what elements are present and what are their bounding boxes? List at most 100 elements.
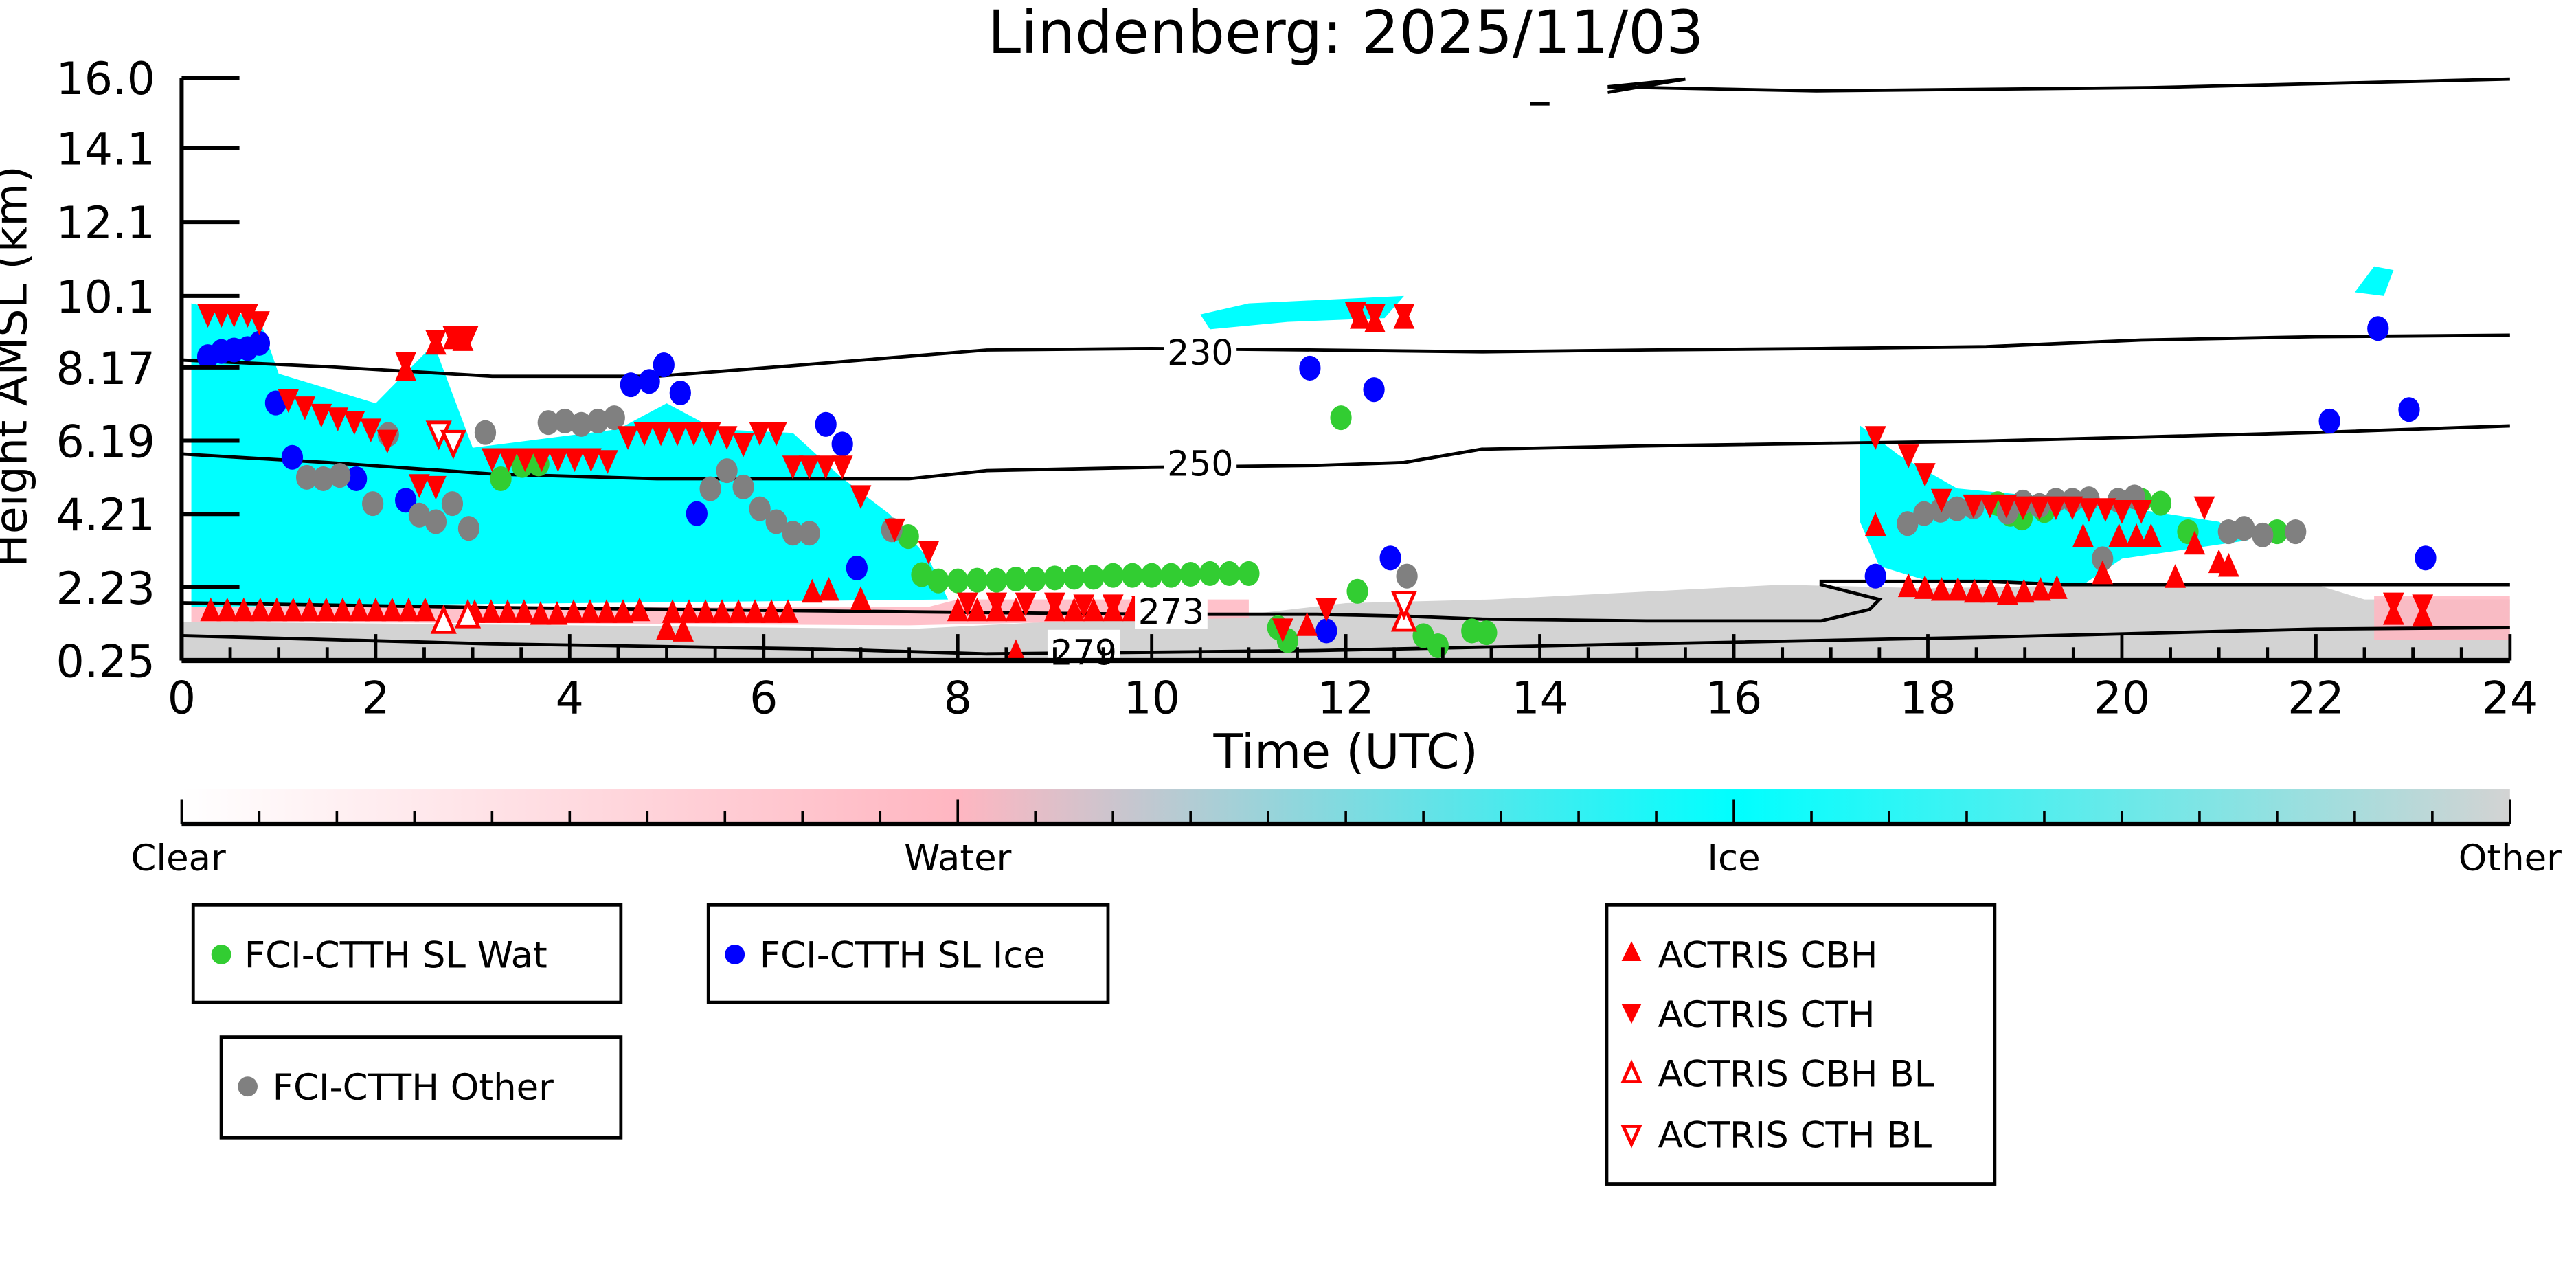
series-2-circle-marker bbox=[2092, 546, 2114, 572]
series-2-circle-marker bbox=[554, 408, 576, 433]
cloud-region-ice bbox=[2354, 266, 2394, 296]
series-4-cth-marker bbox=[249, 311, 270, 335]
series-2-circle-marker bbox=[1897, 511, 1919, 536]
series-0-circle-marker bbox=[1330, 405, 1352, 431]
y-tick-label: 4.21 bbox=[56, 490, 155, 541]
series-0-circle-marker bbox=[1219, 561, 1241, 586]
series-4-cth-marker bbox=[749, 422, 771, 447]
series-1-circle-marker bbox=[669, 380, 691, 406]
series-3-cbh-marker bbox=[2046, 575, 2068, 599]
contour-label-bg bbox=[1164, 441, 1237, 481]
series-1-circle-marker bbox=[846, 555, 868, 580]
series-4-cth-marker bbox=[815, 455, 837, 479]
series-1-circle-marker bbox=[831, 431, 853, 457]
legend-label: FCI-CTTH SL Ice bbox=[760, 935, 1046, 977]
series-4-cth-marker bbox=[197, 304, 218, 328]
series-2-circle-marker bbox=[1913, 501, 1935, 526]
series-4-cth-marker bbox=[2382, 592, 2404, 617]
series-4-cth-marker bbox=[1272, 618, 1293, 642]
legend-actris: ACTRIS CBH ACTRIS CTH ACTRIS CBH BL ACTR… bbox=[1605, 903, 1997, 1186]
x-tick-label: 4 bbox=[556, 673, 584, 724]
series-3-cbh-marker bbox=[2013, 578, 2035, 603]
series-2-circle-marker bbox=[765, 509, 787, 534]
series-2-circle-marker bbox=[537, 410, 559, 436]
legend-label: ACTRIS CBH bbox=[1658, 935, 1877, 977]
series-3-cbh-marker bbox=[398, 597, 420, 622]
series-3-cbh-marker bbox=[2165, 564, 2187, 588]
series-4-cth-marker bbox=[530, 448, 552, 473]
series-1-circle-marker bbox=[346, 466, 368, 492]
series-4-cth-marker bbox=[956, 592, 978, 617]
series-4-cth-marker bbox=[2412, 594, 2434, 618]
series-3-cbh-marker bbox=[777, 599, 799, 623]
contour-label: 230 bbox=[1167, 332, 1233, 373]
series-2-circle-marker bbox=[312, 466, 335, 492]
series-2-circle-marker bbox=[2233, 516, 2255, 541]
series-4-cth-marker bbox=[442, 326, 464, 350]
series-3-cbh-marker bbox=[678, 599, 700, 623]
series-3-cbh-marker bbox=[2029, 576, 2051, 601]
series-4-cth-marker bbox=[1914, 463, 1936, 487]
series-3-cbh-marker bbox=[1980, 578, 2002, 603]
series-1-circle-marker bbox=[2398, 397, 2420, 422]
series-3-cbh-marker bbox=[802, 578, 823, 603]
series-4-cth-marker bbox=[2029, 496, 2050, 521]
series-0-circle-marker bbox=[947, 568, 969, 594]
x-tick-label: 18 bbox=[1899, 673, 1956, 724]
y-tick-label: 0.25 bbox=[56, 637, 155, 688]
series-2-circle-marker bbox=[474, 420, 497, 445]
series-4-cth-marker bbox=[2012, 496, 2034, 521]
series-3-cbh-marker bbox=[299, 597, 321, 622]
series-4-cth-marker bbox=[457, 326, 479, 350]
series-3-cbh-marker bbox=[233, 597, 255, 622]
y-tick-label: 14.1 bbox=[56, 124, 155, 175]
series-0-circle-marker bbox=[1024, 566, 1046, 592]
series-3-cbh-marker bbox=[744, 599, 766, 623]
series-0-circle-marker bbox=[911, 562, 933, 587]
series-4-cth-marker bbox=[650, 422, 672, 447]
legend-fci-sl-wat: FCI-CTTH SL Wat bbox=[191, 903, 623, 1004]
series-3-cbh-marker bbox=[612, 599, 634, 623]
colorbar-ticks bbox=[180, 799, 2511, 824]
series-4-cth-marker bbox=[497, 448, 519, 473]
series-2-circle-marker bbox=[749, 496, 771, 521]
series-4-cth-marker bbox=[310, 403, 332, 428]
series-3-cbh-marker bbox=[2184, 530, 2206, 555]
series-2-circle-marker bbox=[457, 516, 480, 541]
x-tick-label: 22 bbox=[2287, 673, 2345, 724]
series-2-circle-marker bbox=[328, 463, 351, 488]
contour-line bbox=[1607, 77, 2510, 94]
series-1-circle-marker bbox=[815, 411, 837, 437]
x-axis-label: Time (UTC) bbox=[1212, 724, 1478, 780]
series-4-cth-marker bbox=[699, 422, 721, 447]
temperature-contours bbox=[181, 77, 2510, 656]
series-2-circle-marker bbox=[1396, 563, 1418, 589]
series-4-cth-marker bbox=[1963, 494, 1985, 519]
series-0-circle-marker bbox=[1005, 566, 1027, 592]
series-4-cth-marker bbox=[376, 429, 398, 454]
series-2-circle-marker bbox=[2252, 522, 2274, 547]
series-4-cth-marker bbox=[409, 474, 430, 498]
x-tick-label: 6 bbox=[749, 673, 778, 724]
legend-label: ACTRIS CBH BL bbox=[1658, 1054, 1934, 1096]
series-3-cbh-marker bbox=[266, 597, 288, 622]
series-2-circle-marker bbox=[716, 458, 738, 484]
series-3-cbh-marker bbox=[315, 597, 337, 622]
colorbar-label-water: Water bbox=[904, 837, 1012, 879]
legend-label: ACTRIS CTH BL bbox=[1658, 1115, 1932, 1157]
legend-label: ACTRIS CTH bbox=[1658, 994, 1875, 1036]
series-3-cbh-marker bbox=[216, 597, 238, 622]
series-3-cbh-marker bbox=[711, 599, 733, 623]
series-3-cbh-marker bbox=[497, 599, 519, 623]
series-2-circle-marker bbox=[1946, 496, 1968, 521]
series-1-circle-marker bbox=[638, 369, 660, 394]
series-0-circle-marker bbox=[1427, 633, 1449, 659]
series-0-circle-marker bbox=[966, 567, 988, 593]
series-1-circle-marker bbox=[653, 352, 675, 378]
series-3-cbh-marker bbox=[727, 599, 749, 623]
series-2-circle-marker bbox=[587, 408, 609, 433]
colorbar-label-clear: Clear bbox=[131, 837, 226, 879]
series-3-cbh-marker bbox=[2125, 523, 2147, 547]
series-3-cbh-marker bbox=[818, 576, 839, 601]
